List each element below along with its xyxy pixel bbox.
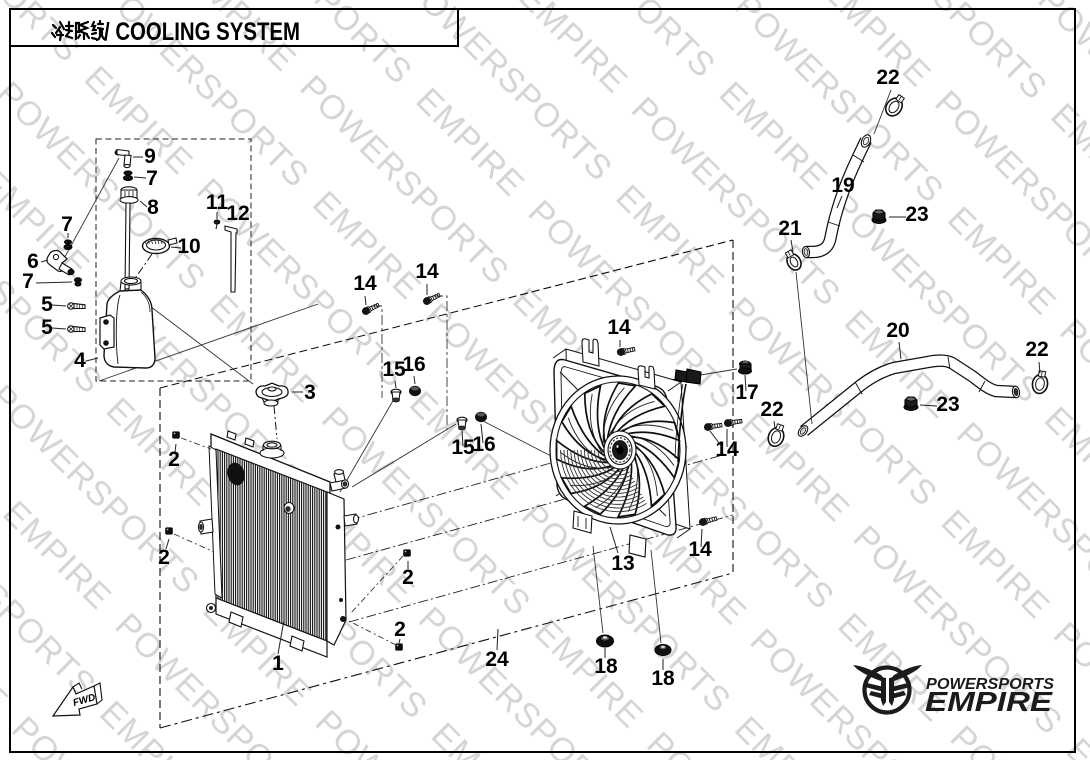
svg-text:EMPIRE: EMPIRE — [925, 686, 1054, 717]
svg-text:23: 23 — [936, 393, 959, 416]
svg-text:4: 4 — [74, 349, 86, 372]
svg-text:23: 23 — [905, 203, 928, 226]
svg-text:17: 17 — [735, 381, 758, 404]
svg-text:15: 15 — [382, 358, 406, 381]
svg-text:8: 8 — [147, 196, 159, 219]
svg-text:14: 14 — [607, 316, 631, 339]
svg-text:14: 14 — [353, 272, 377, 295]
svg-text:5: 5 — [41, 316, 53, 339]
svg-text:6: 6 — [27, 250, 39, 273]
svg-text:22: 22 — [876, 66, 899, 89]
svg-text:2: 2 — [402, 566, 414, 589]
svg-text:14: 14 — [715, 438, 739, 461]
svg-text:/ COOLING SYSTEM: / COOLING SYSTEM — [104, 18, 300, 46]
svg-text:21: 21 — [778, 217, 802, 240]
svg-text:18: 18 — [651, 667, 675, 690]
svg-text:3: 3 — [304, 381, 316, 404]
svg-text:9: 9 — [144, 145, 156, 168]
svg-text:11: 11 — [206, 191, 229, 214]
svg-text:5: 5 — [41, 293, 53, 316]
svg-text:13: 13 — [611, 552, 634, 575]
svg-text:12: 12 — [226, 202, 249, 225]
svg-text:14: 14 — [415, 260, 439, 283]
svg-text:2: 2 — [158, 546, 170, 569]
svg-text:18: 18 — [594, 655, 618, 678]
svg-text:10: 10 — [177, 235, 200, 258]
svg-text:22: 22 — [760, 398, 783, 421]
svg-text:7: 7 — [146, 167, 158, 190]
svg-text:POWERSPORTS: POWERSPORTS — [926, 676, 1054, 693]
svg-text:19: 19 — [831, 174, 854, 197]
svg-text:16: 16 — [472, 433, 495, 456]
svg-text:7: 7 — [22, 270, 34, 293]
svg-text:7: 7 — [61, 213, 73, 236]
svg-text:2: 2 — [394, 618, 406, 641]
svg-text:14: 14 — [688, 538, 712, 561]
svg-text:20: 20 — [886, 319, 909, 342]
svg-text:15: 15 — [451, 436, 475, 459]
svg-text:16: 16 — [402, 353, 425, 376]
svg-text:2: 2 — [168, 448, 180, 471]
svg-text:1: 1 — [272, 652, 284, 675]
svg-text:22: 22 — [1025, 338, 1048, 361]
svg-text:24: 24 — [485, 648, 509, 671]
